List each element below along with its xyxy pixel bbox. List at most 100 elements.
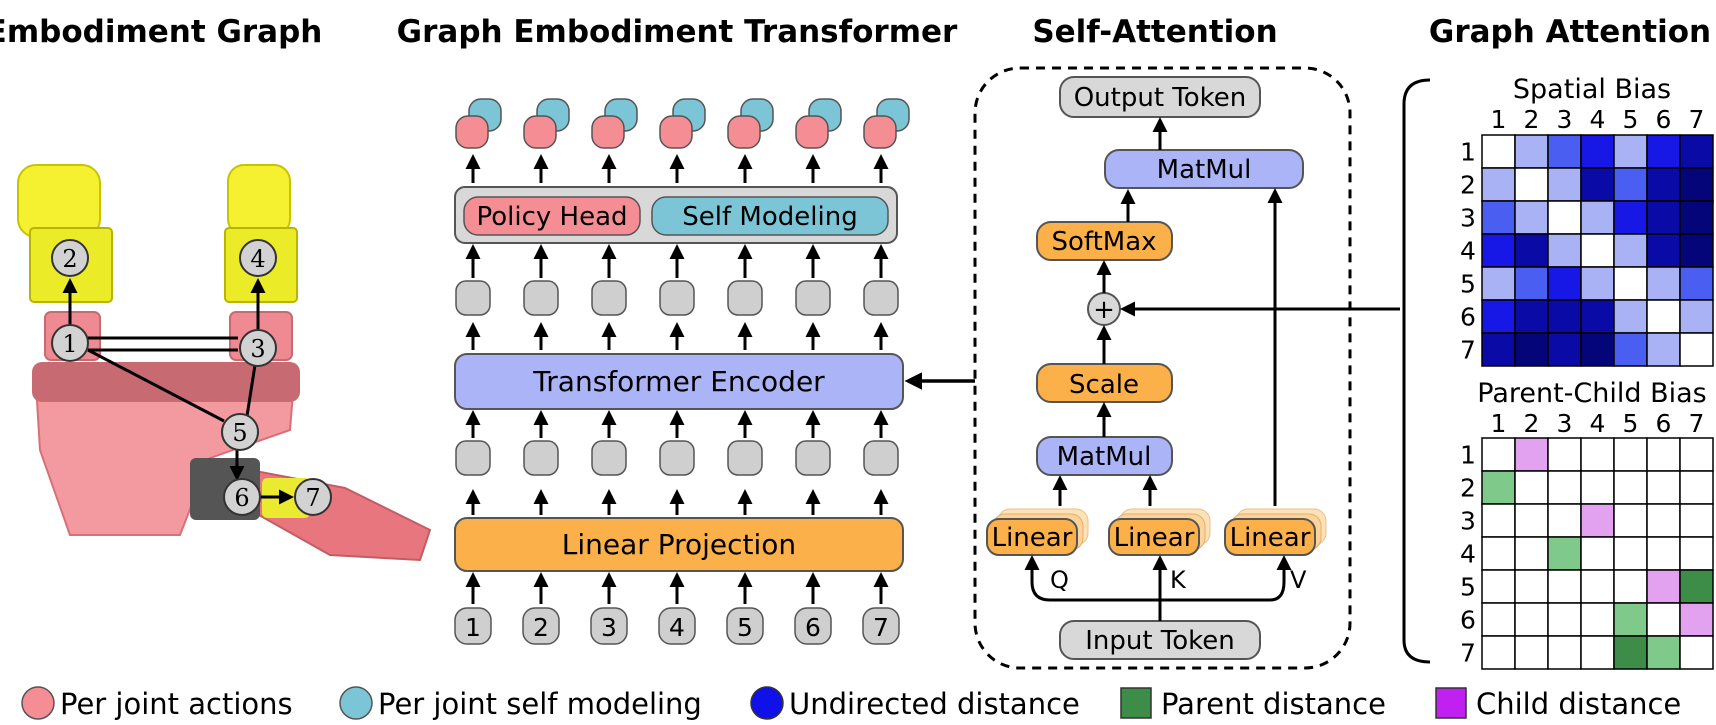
matrix-col-index: 3 [1557,409,1573,438]
matrix-cell [1481,503,1516,538]
input-token-index: 4 [669,613,685,642]
matrix-cell [1679,200,1714,235]
matrix-cell [1481,602,1516,637]
graph-node-label: 5 [232,419,247,447]
matrix-cell [1514,635,1549,670]
matrix-cell [1613,602,1648,637]
matrix-row-index: 7 [1460,639,1476,668]
input-token-index: 3 [601,613,617,642]
graph-node-label: 4 [250,245,265,273]
matrix-cell [1481,200,1516,235]
matrix-col-index: 1 [1491,409,1507,438]
matrix-cell [1646,470,1681,505]
input-token [522,607,560,645]
legend-per-joint-actions: Per joint actions [60,687,293,721]
matrix-cell [1580,635,1615,670]
transformer-encoder-label: Transformer Encoder [532,365,825,398]
matmul-bottom-label: MatMul [1057,442,1152,472]
matrix-cell [1580,233,1615,268]
matrix-cell [1547,470,1582,505]
self-attention-frame [973,66,1352,670]
hidden-token [455,440,491,476]
matrix-cell [1679,332,1714,367]
action-output [523,115,557,149]
matrix-cell [1547,569,1582,604]
title-transformer: Graph Embodiment Transformer [397,14,958,50]
matrix-cell [1514,602,1549,637]
v-label: V [1290,566,1307,594]
matrix-cell [1580,437,1615,472]
hidden-token [795,440,831,476]
matrix-cell [1580,266,1615,301]
matrix-cell [1547,299,1582,334]
input-token-index: 7 [873,613,889,642]
matrix-cell [1547,134,1582,169]
matmul-top-box [1104,149,1304,189]
input-token [862,607,900,645]
matrix-cell [1679,299,1714,334]
hidden-token [727,280,763,316]
graph-node [239,329,277,367]
matrix-row-index: 6 [1460,303,1476,332]
matrix-cell [1613,569,1648,604]
self-attention-arrows [1024,117,1400,621]
matrix-col-index: 1 [1491,105,1507,134]
matrix-cell [1646,299,1681,334]
matrix-cell [1514,299,1549,334]
linear-projection-box [454,517,904,572]
matrix-cell [1547,437,1582,472]
matrix-cell [1580,569,1615,604]
matrix-cell [1547,266,1582,301]
graph-node-label: 6 [234,484,249,512]
matrix-cell [1613,266,1648,301]
matrix-cell [1580,167,1615,202]
action-output [591,115,625,149]
graph-node [51,324,89,362]
matrix-cell [1679,602,1714,637]
matrix-cell [1580,299,1615,334]
linear-q-stack: Linear [986,508,1089,556]
matrix-cell [1679,503,1714,538]
matrix-col-index: 5 [1623,409,1639,438]
matrix-cell [1679,635,1714,670]
legend-blue-swatch [750,686,784,720]
softmax-label: SoftMax [1051,227,1156,257]
matrix-cell [1679,536,1714,571]
matrix-row-index: 5 [1460,573,1476,602]
matrix-cell [1547,536,1582,571]
matrix-cell [1481,266,1516,301]
matrix-cell [1646,134,1681,169]
matrix-cell [1580,134,1615,169]
matrix-cell [1547,332,1582,367]
input-token-index: 6 [805,613,821,642]
matrix-cell [1514,569,1549,604]
matrix-row-index: 2 [1460,171,1476,200]
legend-parent-distance: Parent distance [1161,687,1386,721]
matrix-row-index: 4 [1460,237,1476,266]
graph-node [223,478,261,516]
matrix-cell [1514,536,1549,571]
input-token-label: Input Token [1085,626,1235,656]
matrix-cell [1481,299,1516,334]
title-embodiment-graph: Embodiment Graph [0,14,322,50]
legend-pink-swatch [21,686,55,720]
policy-head-box [463,196,641,236]
matrix-cell [1679,437,1714,472]
graph-edges [62,278,294,505]
matrix-cell [1646,602,1681,637]
matrix-row-index: 6 [1460,606,1476,635]
hidden-token [795,280,831,316]
action-output [455,115,489,149]
transformer-block: Policy Head Self Modeling Transformer En… [454,98,910,645]
matrix-cell [1514,470,1549,505]
matrix-cell [1547,602,1582,637]
matrix-cell [1514,266,1549,301]
matrix-cell [1646,200,1681,235]
matrix-cell [1481,437,1516,472]
title-graph-attention: Graph Attention [1429,14,1711,50]
hidden-token [659,440,695,476]
linear-q-label: Linear [992,523,1073,553]
matrix-row-index: 1 [1460,138,1476,167]
